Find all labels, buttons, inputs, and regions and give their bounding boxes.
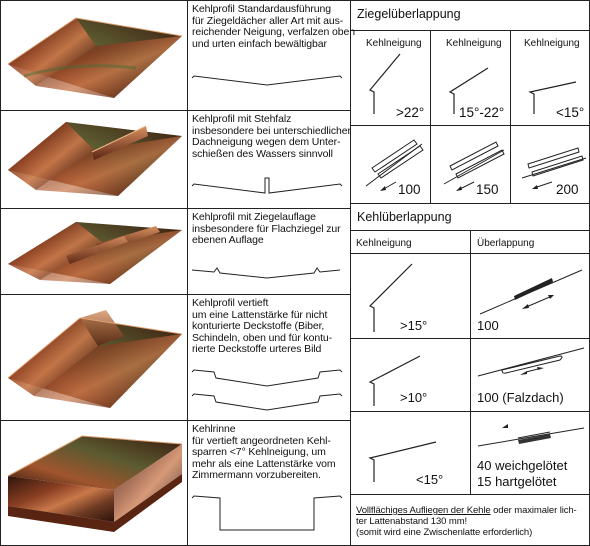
overlap-label: 100: [477, 318, 499, 333]
note-underlined: Vollflächiges Aufliegen der Kehle: [356, 505, 491, 516]
angle-label: >10°: [400, 390, 428, 405]
overlap-drawing: [365, 139, 424, 191]
overlap-drawing: [521, 147, 587, 189]
col-header-ueberlappung: Überlappung: [477, 238, 535, 249]
angle-drawing: [368, 441, 437, 482]
col-header-kehlneigung: Kehlneigung: [446, 38, 502, 49]
profile-section-drawing: [191, 369, 343, 411]
col-header-kehlneigung: Kehlneigung: [524, 38, 580, 49]
copper-valley-image: [7, 310, 183, 408]
profile-description: Kehlprofil mit Ziegelauflage insbesonder…: [192, 211, 341, 247]
copper-valley-image: [7, 17, 183, 98]
angle-drawing: [448, 67, 489, 114]
angle-label: 15°-22°: [459, 105, 505, 120]
profile-description: Kehlprofil vertieft um eine Lattenstärke…: [192, 297, 333, 356]
overlap-label: 200: [556, 182, 579, 197]
ziegel-title: Ziegelüberlappung: [357, 7, 461, 21]
profile-description: Kehlrinne für vertieft angeordneten Kehl…: [192, 423, 336, 482]
overlap-drawing: [479, 269, 583, 315]
angle-label: <15°: [556, 105, 585, 120]
col-header-kehlneigung: Kehlneigung: [356, 238, 412, 249]
note: Vollflächiges Aufliegen der Kehle oder m…: [356, 505, 577, 538]
profile-section-drawing: [191, 495, 343, 531]
copper-valley-image: [8, 122, 182, 196]
col-header-kehlneigung: Kehlneigung: [366, 38, 422, 49]
copper-valley-image: [8, 222, 182, 284]
overlap-label: 40 weichgelötet: [477, 458, 568, 473]
overlap-label: 15 hartgelötet: [477, 474, 557, 489]
profile-section-drawing: [191, 177, 343, 194]
overlap-label: 100 (Falzdach): [477, 390, 564, 405]
note-rest: oder maximaler lich- ter Lattenabstand 1…: [356, 505, 577, 538]
profile-section-drawing: [191, 75, 343, 86]
overlap-drawing: [477, 424, 585, 447]
overlap-drawing: [443, 141, 505, 191]
angle-drawing: [528, 81, 577, 114]
overlap-label: 150: [476, 182, 499, 197]
angle-drawing: [369, 53, 401, 114]
angle-label: >15°: [400, 318, 428, 333]
angle-label: <15°: [416, 472, 444, 487]
angle-drawing: [368, 355, 421, 406]
overlap-drawing: [477, 347, 585, 377]
overlap-label: 100: [398, 182, 421, 197]
profile-description: Kehlprofil mit Stehfalz insbesondere bei…: [192, 113, 351, 160]
angle-label: >22°: [396, 105, 425, 120]
copper-valley-image: [7, 435, 183, 532]
profile-section-drawing: [191, 267, 341, 279]
angle-drawing: [368, 263, 413, 332]
profile-description: Kehlprofil Standardausführung für Ziegel…: [192, 3, 355, 50]
kehl-title: Kehlüberlappung: [357, 210, 452, 224]
